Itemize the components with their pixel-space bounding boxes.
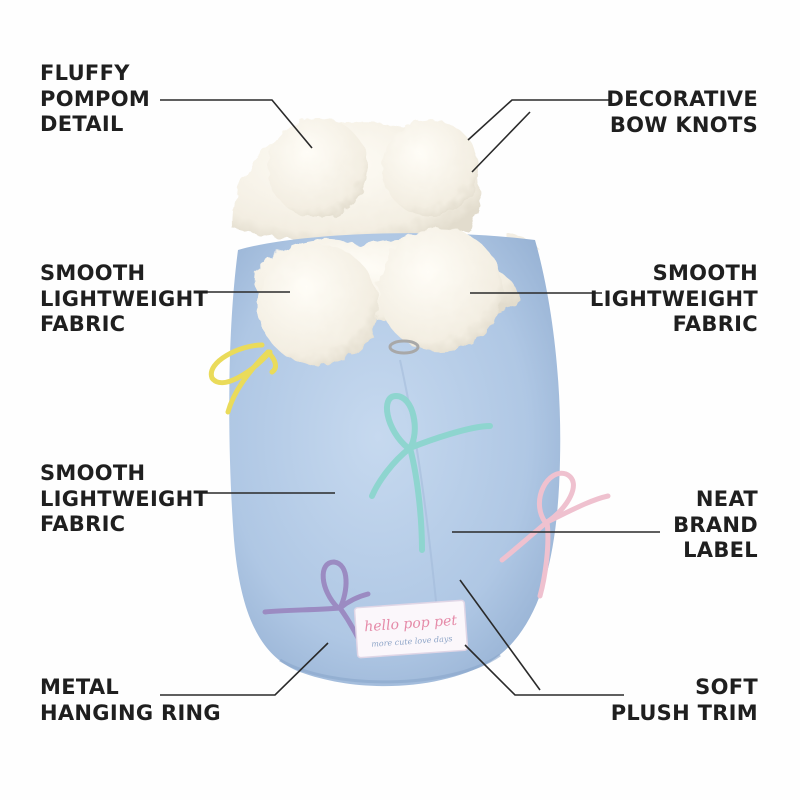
metal-ring — [388, 339, 420, 355]
leader-hanging-ring — [160, 642, 329, 696]
callout-bow-knots-line-2: BOW KNOTS — [609, 112, 758, 137]
callout-pompom: FLUFFY POMPOM DETAIL — [40, 61, 150, 138]
callout-hanging-ring-line-2: HANGING RING — [40, 700, 221, 725]
callout-hanging-ring-line-1: METAL — [40, 675, 120, 699]
leader-plush-trim — [464, 644, 624, 696]
callout-pompom-line-1: FLUFFY — [40, 61, 130, 85]
callout-brand-label-line-1: NEAT — [695, 487, 758, 511]
pink-bow-icon — [499, 470, 611, 599]
callout-bow-knots: DECORATIVE BOW KNOTS — [606, 87, 758, 138]
callout-fabric-right-line-3: FABRIC — [672, 312, 758, 336]
callout-fabric-left-lower: SMOOTH LIGHTWEIGHT FABRIC — [40, 461, 208, 538]
callout-fabric-left-upper-line-3: FABRIC — [40, 312, 126, 336]
callout-pompom-line-3: DETAIL — [40, 112, 124, 136]
callout-brand-label-line-3: LABEL — [683, 538, 758, 562]
leader-bow-knots-1 — [467, 99, 610, 141]
yellow-bow-icon — [208, 342, 278, 415]
callout-fabric-right: SMOOTH LIGHTWEIGHT FABRIC — [590, 261, 758, 338]
callout-fabric-right-line-1: SMOOTH — [652, 261, 758, 285]
leader-pompom — [160, 99, 313, 149]
callout-fabric-left-lower-line-1: SMOOTH — [40, 461, 146, 485]
callout-hanging-ring: METAL HANGING RING — [40, 675, 221, 726]
callout-pompom-line-2: POMPOM — [40, 86, 151, 111]
fluffy-pompoms — [254, 118, 520, 365]
leader-plush-trim-2 — [459, 579, 541, 691]
callout-fabric-right-line-2: LIGHTWEIGHT — [589, 286, 758, 311]
callout-bow-knots-line-1: DECORATIVE — [606, 87, 758, 111]
brand-tag: hello pop pet more cute love days — [353, 599, 469, 659]
callout-brand-label-line-2: BRAND — [673, 512, 758, 537]
callout-plush-trim-line-2: PLUSH TRIM — [610, 700, 758, 725]
mint-bow-icon — [369, 392, 493, 553]
callout-plush-trim: SOFT PLUSH TRIM — [611, 675, 758, 726]
callout-fabric-left-lower-line-2: LIGHTWEIGHT — [40, 486, 209, 511]
callout-plush-trim-line-1: SOFT — [695, 675, 758, 699]
callout-fabric-left-lower-line-3: FABRIC — [40, 512, 126, 536]
brand-tag-name: hello pop pet — [364, 613, 458, 635]
callout-fabric-left-upper: SMOOTH LIGHTWEIGHT FABRIC — [40, 261, 208, 338]
leader-bow-knots-2 — [471, 111, 531, 173]
callout-fabric-left-upper-line-1: SMOOTH — [40, 261, 146, 285]
callout-brand-label: NEAT BRAND LABEL — [673, 487, 758, 564]
callout-fabric-left-upper-line-2: LIGHTWEIGHT — [40, 286, 209, 311]
